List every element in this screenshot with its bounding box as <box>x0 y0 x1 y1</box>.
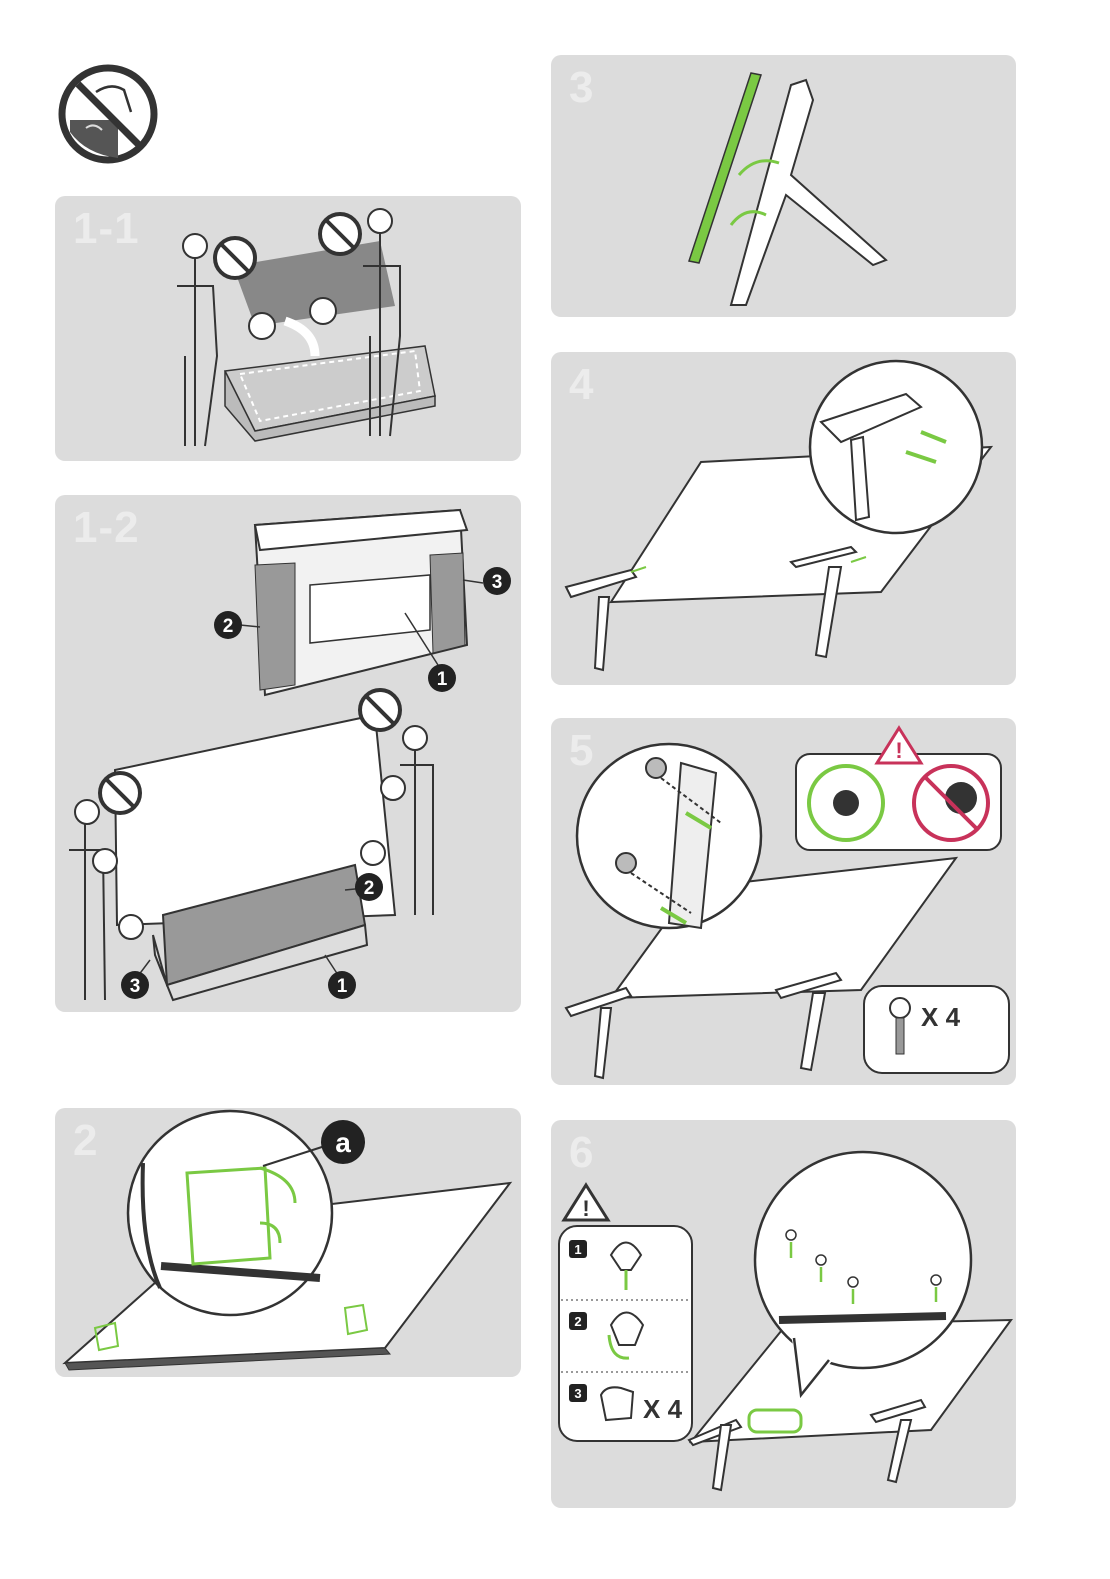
svg-text:!: ! <box>582 1196 589 1221</box>
panel-step-6: 6 ! 1 2 3 X 4 <box>551 1120 1016 1508</box>
lift-tv-illustration <box>55 196 521 461</box>
callout-a: a <box>335 1127 351 1158</box>
callout-2: 2 <box>574 1314 581 1329</box>
screw-quantity: X 4 <box>921 1002 961 1032</box>
panel-step-2: 2 a <box>55 1108 521 1377</box>
callout-1: 1 <box>437 669 448 690</box>
no-touch-screen-icon <box>56 62 160 166</box>
panel-step-5: 5 ! X 4 <box>551 718 1016 1085</box>
remove-packaging-illustration: 3 2 1 2 3 1 <box>55 495 521 1012</box>
panel-step-4: 4 <box>551 352 1016 685</box>
svg-text:!: ! <box>895 738 902 763</box>
callout-1: 1 <box>574 1242 581 1257</box>
cable-clips-illustration: ! 1 2 3 X 4 <box>551 1120 1016 1508</box>
attach-stand-illustration <box>551 352 1016 685</box>
callout-3: 3 <box>130 976 141 997</box>
no-hand-icon <box>320 214 360 254</box>
callout-1: 1 <box>337 976 348 997</box>
clip-quantity: X 4 <box>643 1394 683 1424</box>
warning-icon: ! <box>564 1185 608 1221</box>
no-hand-icon <box>360 690 400 730</box>
warning-icon: ! <box>877 728 921 763</box>
panel-step-3: 3 <box>551 55 1016 317</box>
panel-step-1-1: 1-1 <box>55 196 521 461</box>
panel-step-1-2: 1-2 3 2 1 <box>55 495 521 1012</box>
callout-2: 2 <box>364 878 375 899</box>
remove-cover-illustration: a <box>55 1108 521 1377</box>
callout-2: 2 <box>223 616 234 637</box>
no-hand-icon <box>100 773 140 813</box>
callout-3: 3 <box>574 1386 581 1401</box>
callout-3: 3 <box>492 572 503 593</box>
screw-stand-illustration: ! X 4 <box>551 718 1016 1085</box>
attach-cover-to-stand-illustration <box>551 55 1016 317</box>
no-hand-icon <box>215 238 255 278</box>
